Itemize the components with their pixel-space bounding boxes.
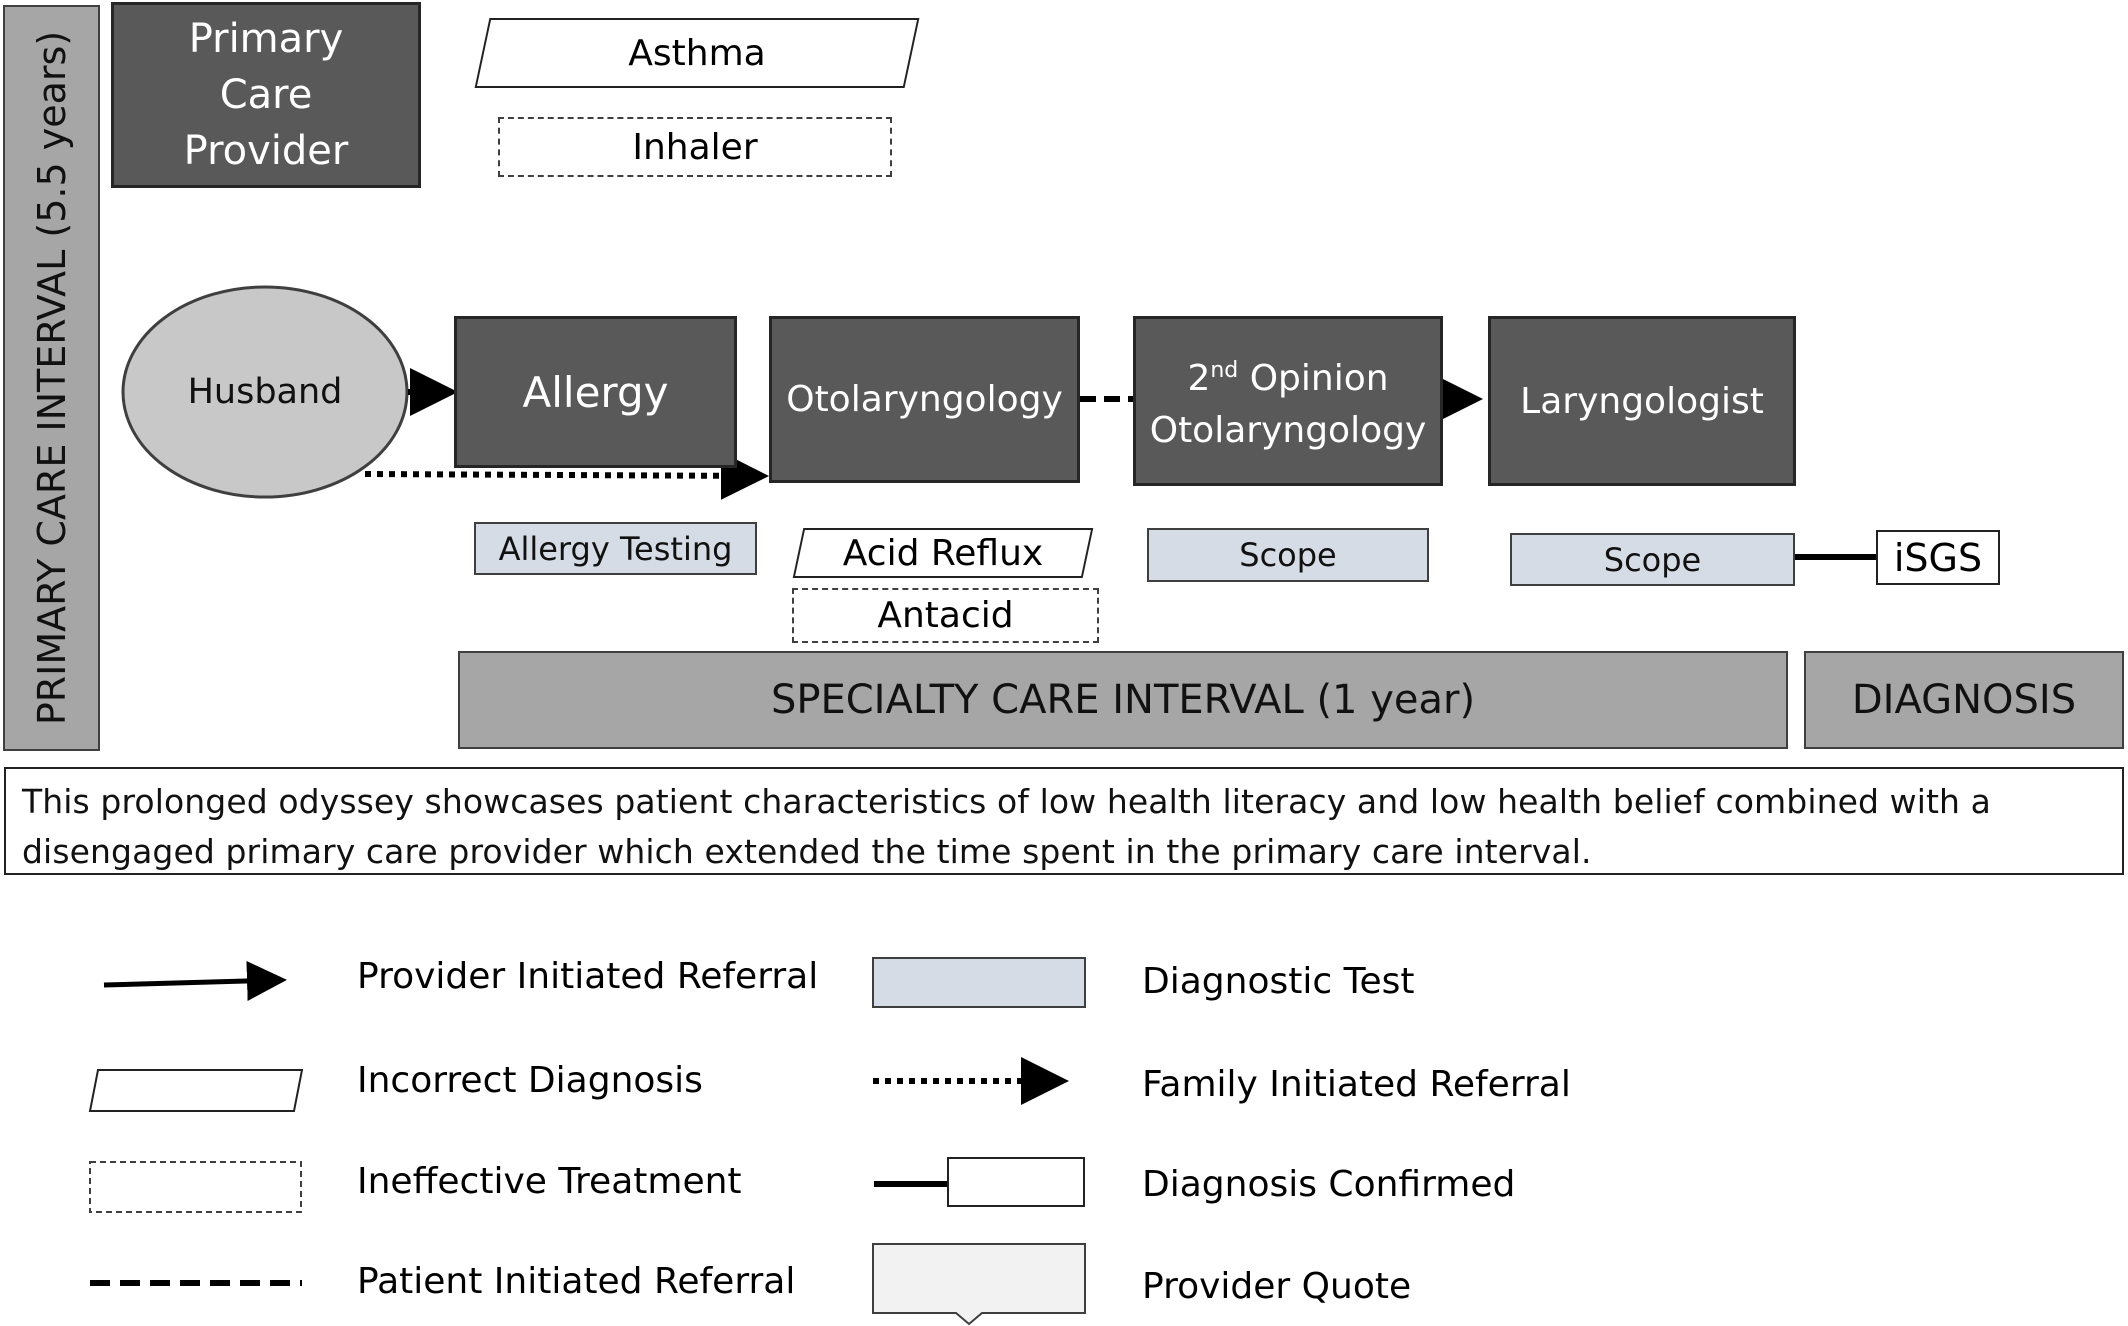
second-opinion-number: 2: [1187, 358, 1211, 399]
inhaler-ineffective-treatment: Inhaler: [498, 117, 892, 177]
legend-provider-quote-symbol: [872, 1243, 1086, 1326]
primary-care-provider-box: Primary Care Provider: [111, 2, 421, 188]
specialty-care-interval-label: SPECIALTY CARE INTERVAL (1 year): [770, 677, 1476, 723]
primary-care-provider-label: Primary Care Provider: [183, 16, 349, 174]
second-opinion-word: Opinion: [1238, 358, 1389, 399]
legend-provider-initiated-referral: Provider Initiated Referral: [357, 956, 819, 997]
isgs-label: iSGS: [1893, 535, 1983, 580]
legend-diagnosis-confirmed-symbol: [874, 1157, 1085, 1207]
caption-box: This prolonged odyssey showcases patient…: [4, 767, 2124, 875]
allergy-box: Allergy: [454, 316, 737, 468]
isgs-diagnosis-confirmed: iSGS: [1876, 530, 2000, 585]
legend-ineffective-treatment: Ineffective Treatment: [357, 1161, 742, 1202]
asthma-incorrect-diagnosis: Asthma: [474, 18, 920, 88]
legend-patient-initiated-referral: Patient Initiated Referral: [357, 1261, 796, 1302]
legend-provider-quote: Provider Quote: [1142, 1266, 1412, 1307]
antacid-label: Antacid: [877, 595, 1014, 636]
laryngologist-box: Laryngologist: [1488, 316, 1796, 486]
otolaryngology-label: Otolaryngology: [786, 379, 1063, 420]
scope-label-1: Scope: [1239, 536, 1337, 574]
acid-reflux-incorrect-diagnosis: Acid Reflux: [792, 528, 1094, 578]
second-opinion-superscript: nd: [1210, 358, 1239, 383]
legend-diagnosis-confirmed: Diagnosis Confirmed: [1142, 1164, 1516, 1205]
allergy-testing-diagnostic-test: Allergy Testing: [474, 522, 757, 575]
laryngologist-label: Laryngologist: [1520, 380, 1764, 422]
primary-care-interval-label: PRIMARY CARE INTERVAL (5.5 years): [29, 30, 74, 726]
allergy-label: Allergy: [522, 367, 669, 417]
legend-ineffective-treatment-symbol: [89, 1161, 302, 1213]
legend-family-initiated-referral: Family Initiated Referral: [1142, 1064, 1571, 1105]
husband-label: Husband: [187, 372, 343, 412]
primary-care-interval-band: PRIMARY CARE INTERVAL (5.5 years): [3, 5, 100, 751]
legend-diagnostic-test-symbol: [872, 957, 1086, 1008]
caption-text: This prolonged odyssey showcases patient…: [22, 782, 1991, 871]
otolaryngology-box: Otolaryngology: [769, 316, 1080, 483]
acid-reflux-label: Acid Reflux: [842, 532, 1044, 574]
asthma-label: Asthma: [628, 32, 766, 74]
family-referral-arrow-otolaryngology: [364, 451, 769, 500]
legend-provider-referral-symbol: [103, 960, 287, 1001]
husband-label-box: Husband: [123, 360, 407, 424]
scope-label-2: Scope: [1603, 540, 1702, 579]
legend-incorrect-diagnosis-symbol: [88, 1069, 304, 1112]
specialty-care-interval-band: SPECIALTY CARE INTERVAL (1 year): [458, 651, 1788, 749]
second-opinion-line1: 2nd Opinion: [1187, 345, 1388, 405]
second-opinion-otolaryngology-box: 2nd Opinion Otolaryngology: [1133, 316, 1443, 486]
antacid-ineffective-treatment: Antacid: [792, 588, 1099, 643]
allergy-testing-label: Allergy Testing: [498, 529, 733, 568]
diagnosis-label: DIAGNOSIS: [1851, 677, 2077, 723]
scope-diagnostic-test-1: Scope: [1147, 528, 1429, 582]
inhaler-label: Inhaler: [632, 126, 758, 168]
scope-diagnostic-test-2: Scope: [1510, 533, 1795, 586]
husband-node: [121, 285, 409, 499]
second-opinion-line2: Otolaryngology: [1149, 410, 1427, 451]
diagnosis-band: DIAGNOSIS: [1804, 651, 2124, 749]
legend-incorrect-diagnosis: Incorrect Diagnosis: [357, 1060, 703, 1101]
legend-diagnostic-test: Diagnostic Test: [1142, 961, 1415, 1002]
